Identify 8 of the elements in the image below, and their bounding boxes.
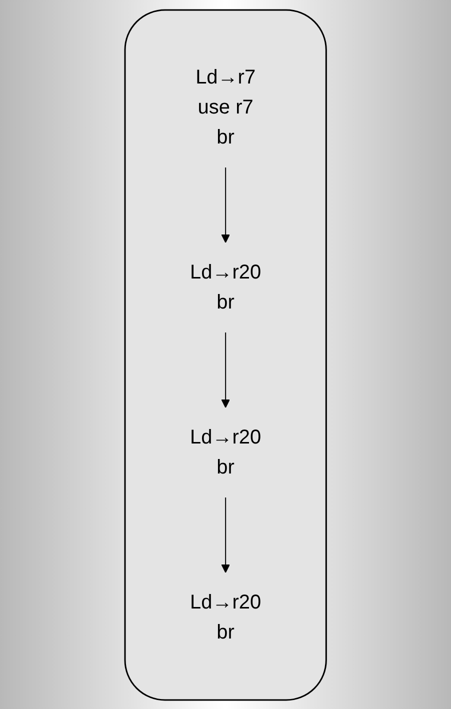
cluster — [124, 8, 327, 700]
arrow — [221, 166, 230, 242]
node-text: Ld→r7 use r7 br — [195, 66, 256, 148]
arrow — [221, 332, 230, 408]
node-text: Ld→r20 br — [190, 261, 262, 313]
node-text: Ld→r20 br — [190, 426, 262, 478]
arrow — [221, 496, 230, 572]
node-text: Ld→r20 br — [190, 591, 262, 643]
